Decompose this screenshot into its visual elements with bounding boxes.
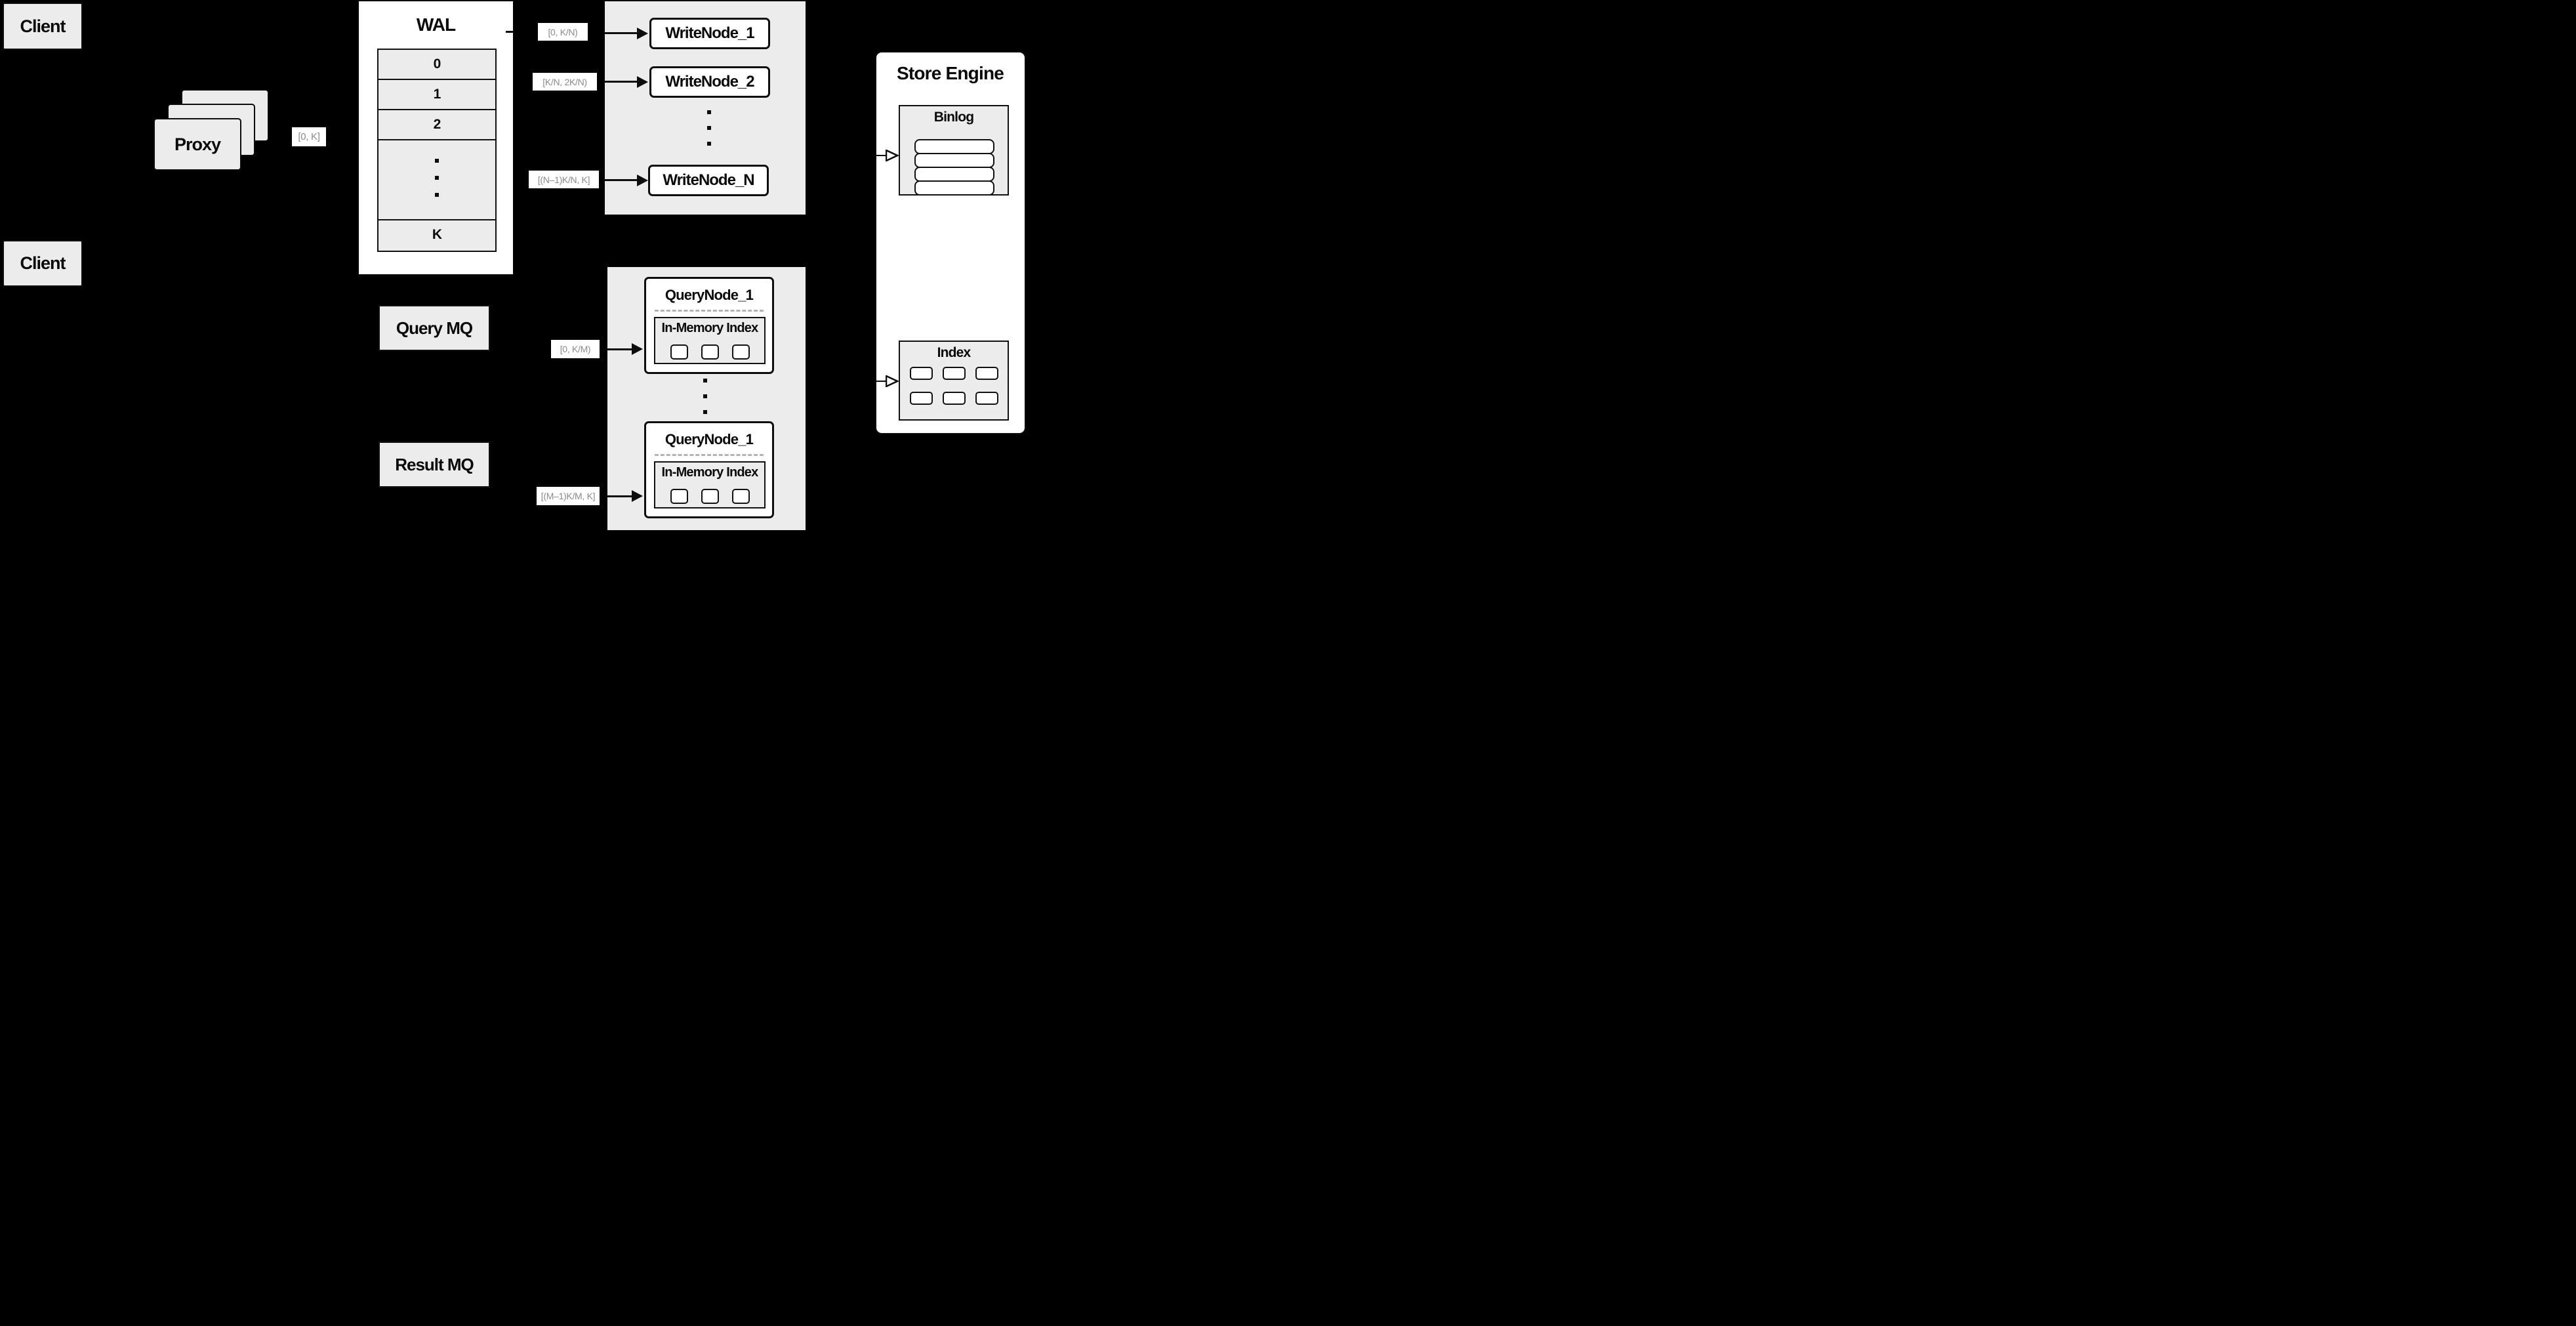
query-node-bottom-divider <box>655 454 764 456</box>
client-label-top: Client <box>20 16 66 36</box>
query-node-top: QueryNode_1 In-Memory Index <box>644 277 774 374</box>
range-chip-writenode-1: [0, K/N) <box>538 23 588 41</box>
inmemory-index-title-top: In-Memory Index <box>661 321 759 335</box>
inmemory-index-cell <box>670 344 688 360</box>
query-node-bottom: QueryNode_1 In-Memory Index <box>644 421 774 518</box>
wal-row-2: 2 <box>378 110 495 140</box>
binlog-row <box>914 180 994 196</box>
query-mq-box: Query MQ <box>378 305 490 351</box>
index-hollow-arrowhead-icon <box>886 375 899 387</box>
arrowhead-writenode-n-icon <box>637 175 648 186</box>
binlog-row <box>914 167 994 182</box>
client-box-top: Client <box>3 3 83 50</box>
arrowhead-querynode-1-icon <box>632 343 643 355</box>
inmemory-index-box-bottom: In-Memory Index <box>654 461 766 508</box>
arrowhead-querynode-m-icon <box>632 490 643 502</box>
wal-row-k: K <box>378 220 495 249</box>
arrow-line-querynode-m <box>607 495 632 497</box>
proxy-label: Proxy <box>174 134 221 154</box>
wal-title: WAL <box>416 14 456 35</box>
inmemory-index-cell <box>701 489 719 504</box>
index-arrow-line <box>875 381 888 382</box>
wal-row-0-label: 0 <box>433 56 441 72</box>
proxy-box-front: Proxy <box>153 118 241 171</box>
client-label-bottom: Client <box>20 253 66 273</box>
index-title: Index <box>937 345 971 360</box>
proxy-stack: Proxy <box>153 89 272 175</box>
query-node-top-divider <box>655 310 764 312</box>
binlog-title: Binlog <box>933 110 974 125</box>
arrowhead-writenode-1-icon <box>637 28 648 39</box>
index-cell <box>975 367 998 380</box>
index-cell <box>910 392 933 405</box>
wal-row-1: 1 <box>378 80 495 110</box>
range-chip-querynode-1: [0, K/M) <box>551 340 600 358</box>
query-node-bottom-title: QueryNode_1 <box>664 431 754 447</box>
wal-table: 0 1 2 K <box>377 49 497 252</box>
inmemory-index-cell <box>701 344 719 360</box>
binlog-hollow-arrowhead-icon <box>886 150 899 161</box>
arrow-line-writenode-n <box>605 179 638 181</box>
range-chip-proxy-to-wal: [0, K] <box>292 127 326 146</box>
arrow-line-writenode-1 <box>605 32 638 34</box>
inmemory-index-cell <box>732 344 750 360</box>
range-chip-writenode-2: [K/N, 2K/N) <box>533 73 597 91</box>
wal-output-stub-line <box>506 31 513 33</box>
index-cell <box>943 367 966 380</box>
wal-row-2-label: 2 <box>433 117 441 132</box>
write-node-1: WriteNode_1 <box>649 18 770 49</box>
write-node-1-label: WriteNode_1 <box>665 24 754 42</box>
binlog-arrow-line <box>875 155 888 156</box>
range-chip-writenode-n: [(N–1)K/N, K] <box>529 171 599 188</box>
arrow-line-writenode-2 <box>605 81 638 83</box>
wal-row-0: 0 <box>378 50 495 80</box>
write-node-2: WriteNode_2 <box>649 66 770 98</box>
inmemory-index-cell <box>670 489 688 504</box>
arrow-line-querynode-1 <box>607 348 632 350</box>
inmemory-index-cell <box>732 489 750 504</box>
binlog-row <box>914 139 994 154</box>
client-box-bottom: Client <box>3 240 83 287</box>
write-node-n: WriteNode_N <box>648 165 769 196</box>
store-engine-title: Store Engine <box>896 63 1004 83</box>
index-cell <box>975 392 998 405</box>
inmemory-index-box-top: In-Memory Index <box>654 317 766 364</box>
arrowhead-writenode-2-icon <box>637 76 648 88</box>
range-chip-querynode-m: [(M–1)K/M, K] <box>537 487 600 505</box>
index-cell <box>943 392 966 405</box>
binlog-box: Binlog <box>899 105 1009 196</box>
query-node-top-title: QueryNode_1 <box>664 287 754 303</box>
wal-row-1-label: 1 <box>433 87 441 102</box>
write-node-2-label: WriteNode_2 <box>665 73 754 91</box>
wal-row-k-label: K <box>432 227 442 242</box>
query-mq-label: Query MQ <box>396 318 473 338</box>
index-box: Index <box>899 341 1009 421</box>
index-cell <box>910 367 933 380</box>
write-node-n-label: WriteNode_N <box>663 171 754 189</box>
inmemory-index-title-bottom: In-Memory Index <box>661 465 759 480</box>
architecture-diagram: Client Client Proxy [0, K] WAL 0 1 2 <box>0 0 1031 530</box>
result-mq-label: Result MQ <box>395 454 474 474</box>
result-mq-box: Result MQ <box>378 442 490 487</box>
binlog-row <box>914 153 994 168</box>
wal-row-ellipsis <box>378 140 495 220</box>
